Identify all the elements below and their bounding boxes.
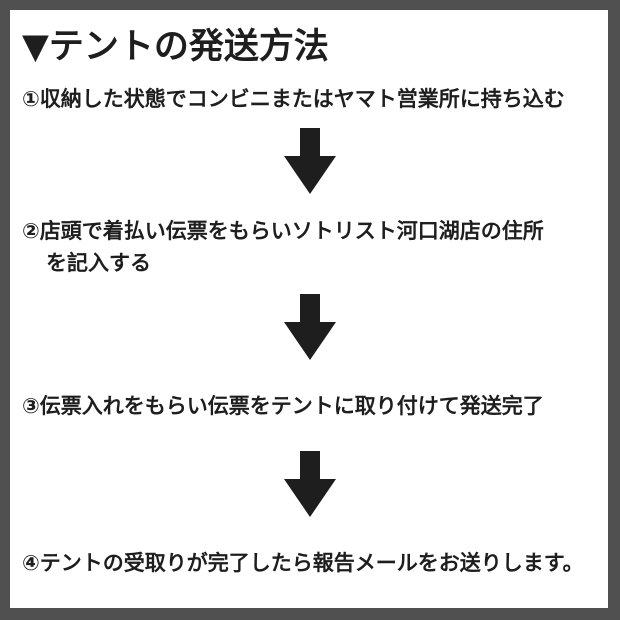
step-3-text: ③伝票入れをもらい伝票をテントに取り付けて発送完了 — [22, 394, 544, 418]
page-title: ▼テントの発送方法 — [22, 27, 329, 67]
down-arrow-icon — [284, 294, 336, 360]
step-2-text-continued: を記入する — [46, 251, 151, 275]
step-1-text: ①収納した状態でコンビニまたはヤマト営業所に持ち込む — [22, 87, 565, 111]
step-4-text: ④テントの受取りが完了したら報告メールをお送りします。 — [22, 551, 584, 575]
down-arrow-icon — [284, 451, 336, 517]
step-2-text: ②店頭で着払い伝票をもらいソトリスト河口湖店の住所 — [22, 219, 544, 243]
content-panel: ▼テントの発送方法 ①収納した状態でコンビニまたはヤマト営業所に持ち込む ②店頭… — [10, 10, 608, 608]
down-arrow-icon — [284, 128, 336, 194]
